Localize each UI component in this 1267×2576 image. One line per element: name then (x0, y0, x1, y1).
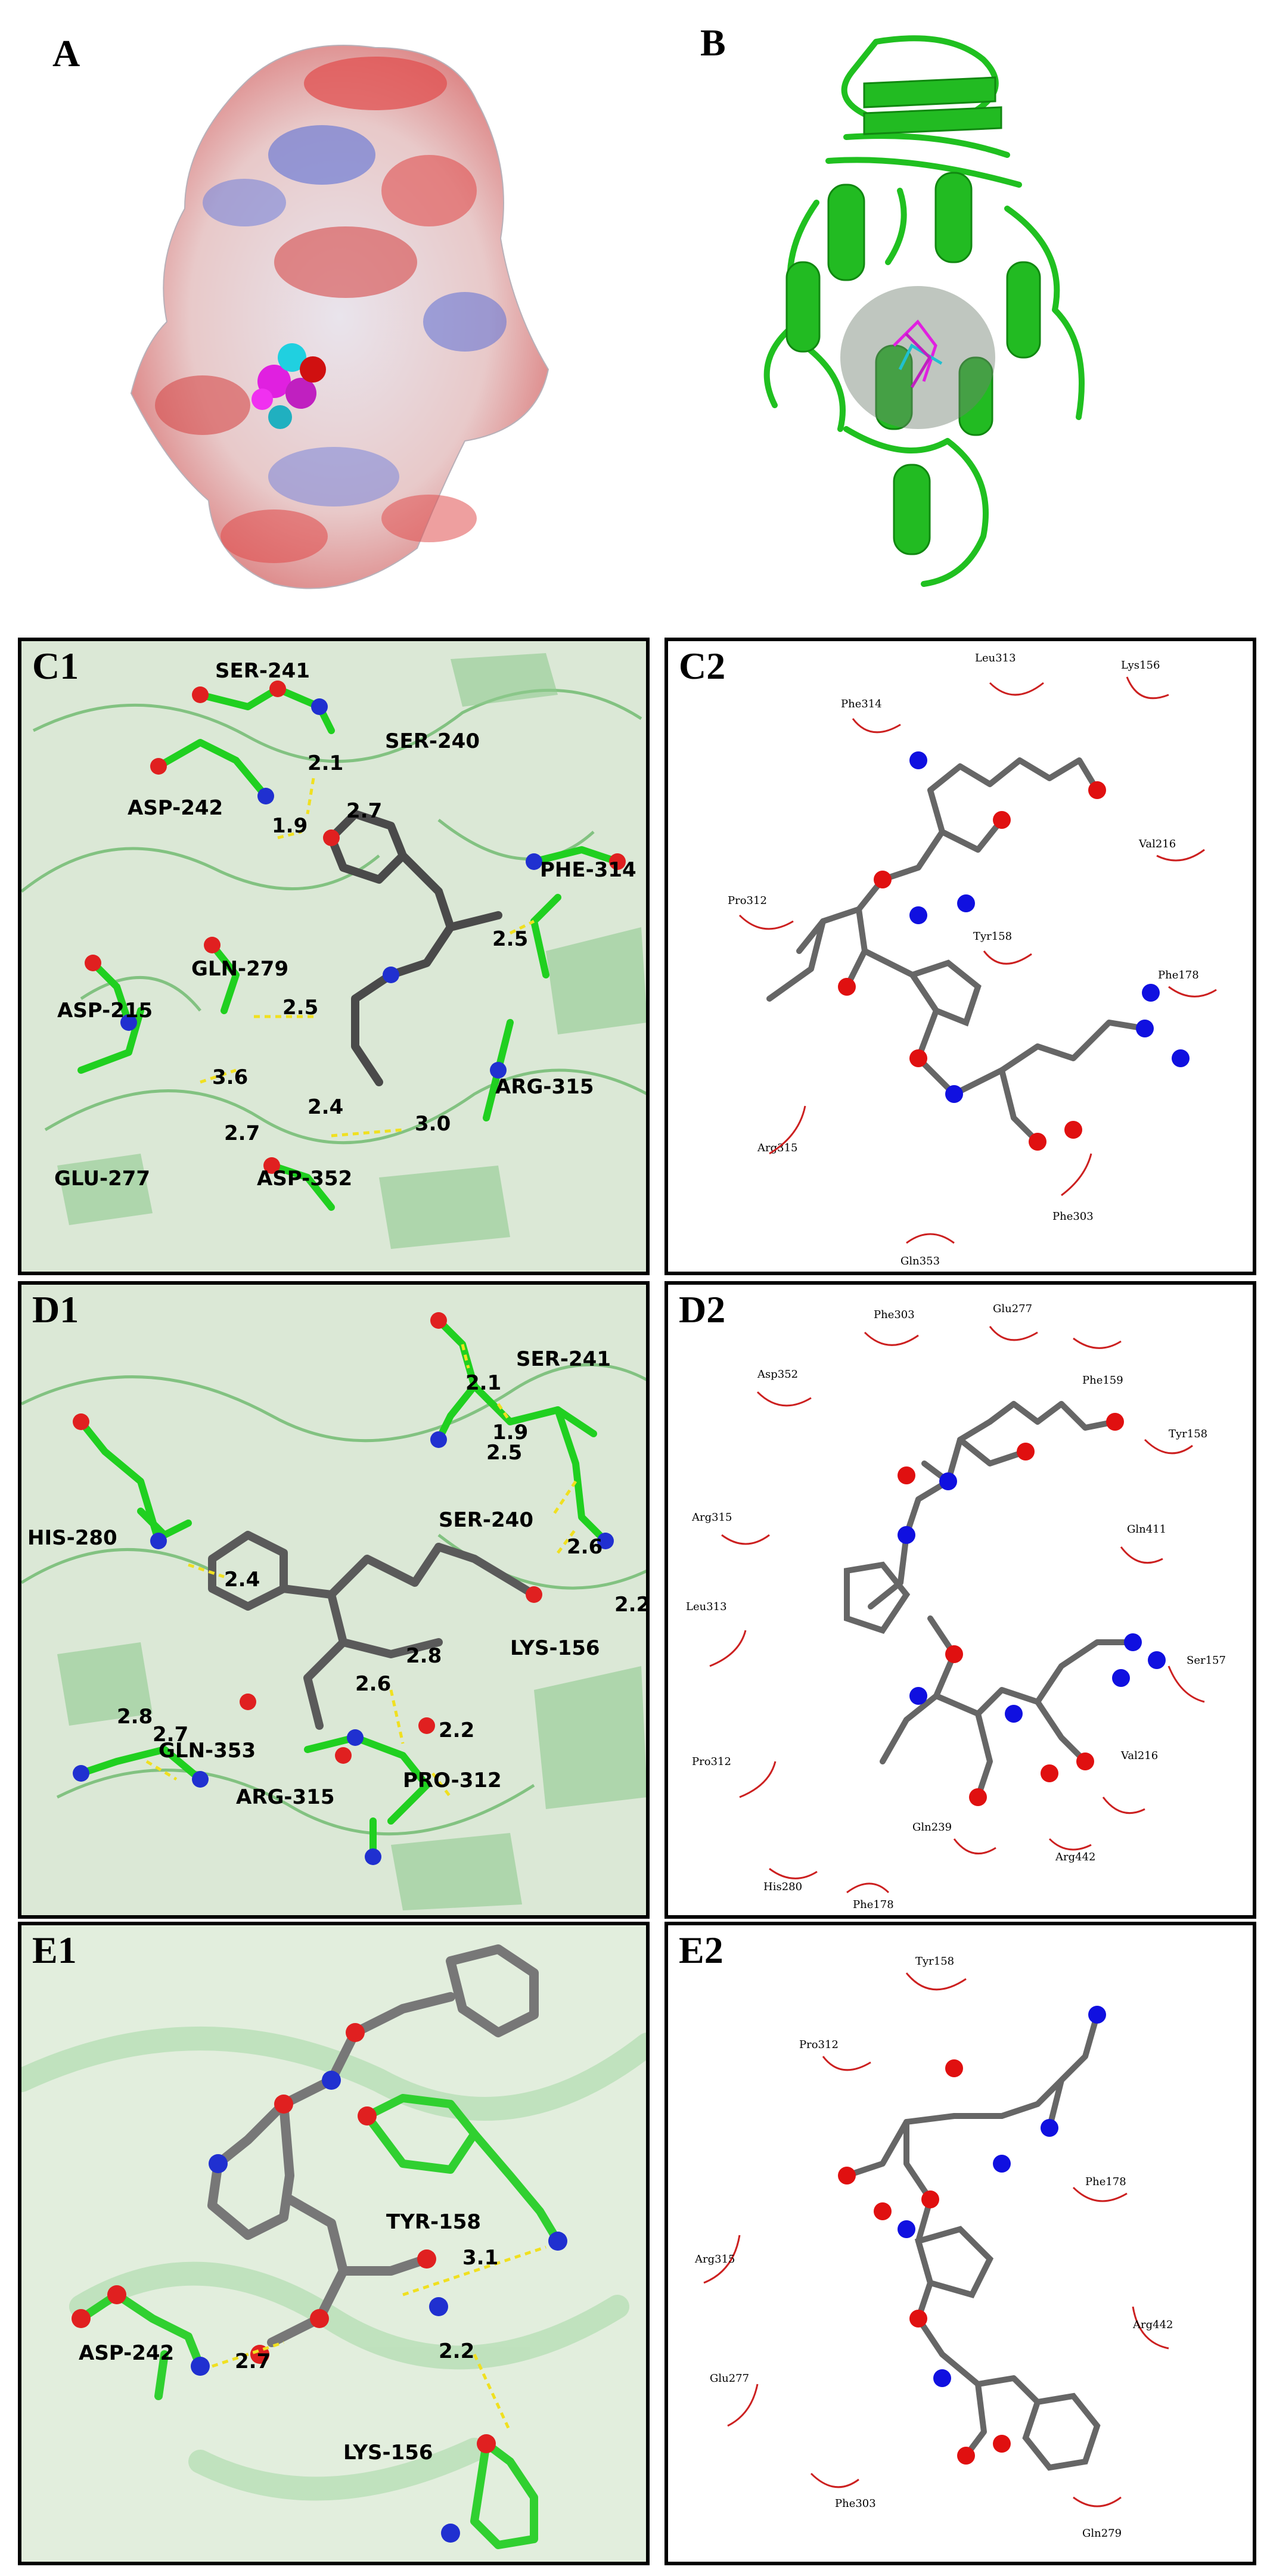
residue-label: Phe314 (841, 698, 882, 710)
distance-label: 1.9 (272, 814, 308, 838)
distance-label: 3.6 (212, 1065, 249, 1089)
hydrophobic-arcs (703, 1972, 1169, 2507)
distance-label: 2.5 (492, 927, 529, 951)
residue-label: Phe178 (853, 1898, 894, 1911)
distance-label: 2.7 (346, 799, 383, 823)
residue-label: GLN-279 (191, 957, 289, 981)
residue-label: ASP-352 (257, 1167, 353, 1191)
hydrophobic-arcs (709, 1326, 1205, 1894)
residue-label: Phe159 (1082, 1374, 1123, 1387)
cartoon-image (763, 35, 1085, 587)
distance-label: 2.6 (355, 1672, 392, 1696)
residue-label: LYS-156 (343, 2441, 433, 2465)
distance-label: 2.7 (224, 1121, 260, 1145)
residue-label: ASP-215 (57, 999, 153, 1023)
panel-label-c1: C1 (32, 645, 79, 687)
residue-label: Gln411 (1127, 1523, 1167, 1536)
residue-label: Arg315 (692, 1511, 732, 1524)
residue-label: Tyr158 (1169, 1428, 1208, 1440)
residue-label: Asp352 (757, 1368, 799, 1381)
residue-label: TYR-158 (386, 2210, 482, 2234)
residue-label: Glu277 (993, 1303, 1033, 1315)
residue-label: ASP-242 (128, 796, 223, 820)
panel-label-c2: C2 (679, 645, 726, 687)
hydrophobic-arcs (738, 676, 1217, 1244)
residue-label: SER-241 (215, 659, 310, 683)
residue-label: PRO-312 (403, 1769, 502, 1792)
residue-label: GLU-277 (54, 1167, 151, 1191)
ligand-sticks (893, 319, 943, 389)
panel-label-e2: E2 (679, 1929, 723, 1971)
residue-label: Arg442 (1055, 1851, 1096, 1863)
residue-label: SER-240 (439, 1508, 533, 1532)
distance-label: 2.8 (117, 1705, 153, 1729)
residue-label: Phe303 (835, 2497, 876, 2510)
residue-label: GLN-353 (159, 1739, 256, 1763)
residue-label: Tyr158 (973, 930, 1013, 943)
residue-label: ASP-242 (79, 2341, 175, 2365)
residue-label: Leu313 (975, 652, 1016, 664)
residue-label: Phe178 (1085, 2176, 1126, 2188)
residue-label: ARG-315 (236, 1785, 335, 1809)
panel-label-b: B (700, 21, 726, 64)
distance-label: 3.0 (415, 1112, 451, 1136)
panel-e1: TYR-158 ASP-242 LYS-156 3.1 2.7 2.2 E1 (18, 1922, 650, 2565)
residue-label: Phe303 (874, 1309, 915, 1321)
residue-label: Tyr158 (915, 1955, 955, 1968)
panel-d1: SER-241 HIS-280 SER-240 LYS-156 GLN-353 … (18, 1281, 650, 1919)
residue-label: Glu277 (710, 2372, 750, 2385)
residue-label: Gln239 (912, 1821, 952, 1834)
distance-label: 2.2 (439, 2339, 475, 2363)
distance-label: 2.2 (614, 1593, 650, 1617)
residue-label: HIS-280 (27, 1526, 117, 1550)
distance-label: 2.4 (224, 1568, 260, 1592)
panel-label-a: A (52, 32, 80, 74)
distance-label: 2.8 (406, 1644, 442, 1668)
residue-label: ARG-315 (495, 1075, 594, 1099)
distance-label: 2.5 (486, 1441, 523, 1465)
residue-label: Arg442 (1133, 2319, 1173, 2331)
panel-c2: Leu313 Lys156 Phe314 Val216 Pro312 Tyr15… (664, 638, 1256, 1275)
residue-label: Arg315 (695, 2253, 735, 2266)
residue-label: Pro312 (692, 1755, 731, 1768)
distance-label: 2.1 (465, 1371, 502, 1395)
panel-c1: SER-241 SER-240 ASP-242 PHE-314 GLN-279 … (18, 638, 650, 1275)
residue-label: Pro312 (799, 2039, 839, 2051)
distance-label: 2.4 (308, 1095, 344, 1119)
panel-label-d2: D2 (679, 1288, 726, 1331)
distance-label: 3.1 (462, 2246, 499, 2270)
residue-label: PHE-314 (540, 858, 636, 882)
panel-label-d1: D1 (32, 1288, 79, 1331)
distance-label: 2.7 (153, 1723, 189, 1747)
residue-label: Val216 (1121, 1750, 1159, 1762)
distance-label: 2.2 (439, 1719, 475, 1742)
distance-label: 1.9 (492, 1421, 529, 1444)
panel-label-e1: E1 (32, 1929, 77, 1971)
residue-label: Val216 (1139, 838, 1176, 850)
residue-label: Ser157 (1187, 1654, 1226, 1667)
residue-label: Leu313 (686, 1601, 727, 1613)
panel-d2: Phe303 Glu277 Asp352 Phe159 Tyr158 Arg31… (664, 1281, 1256, 1919)
residue-label: Pro312 (728, 894, 767, 907)
residue-label: Gln279 (1082, 2527, 1122, 2540)
residue-label: LYS-156 (510, 1636, 600, 1660)
residue-label: Gln353 (900, 1255, 940, 1267)
surface-image (130, 45, 549, 589)
distance-label: 2.6 (567, 1535, 603, 1559)
residue-label: SER-241 (516, 1347, 611, 1371)
panel-e2: Tyr158 Pro312 Phe178 Arg315 Arg442 Glu27… (664, 1922, 1256, 2565)
ligand-spheres (251, 343, 326, 429)
residue-label: SER-240 (385, 729, 480, 753)
distance-label: 2.7 (235, 2350, 271, 2373)
residue-label: Phe303 (1052, 1210, 1094, 1223)
residue-label: Phe178 (1158, 969, 1199, 981)
residue-label: Lys156 (1121, 659, 1160, 672)
residue-label: His280 (763, 1881, 803, 1893)
distance-label: 2.1 (308, 751, 344, 775)
distance-label: 2.5 (282, 996, 319, 1020)
